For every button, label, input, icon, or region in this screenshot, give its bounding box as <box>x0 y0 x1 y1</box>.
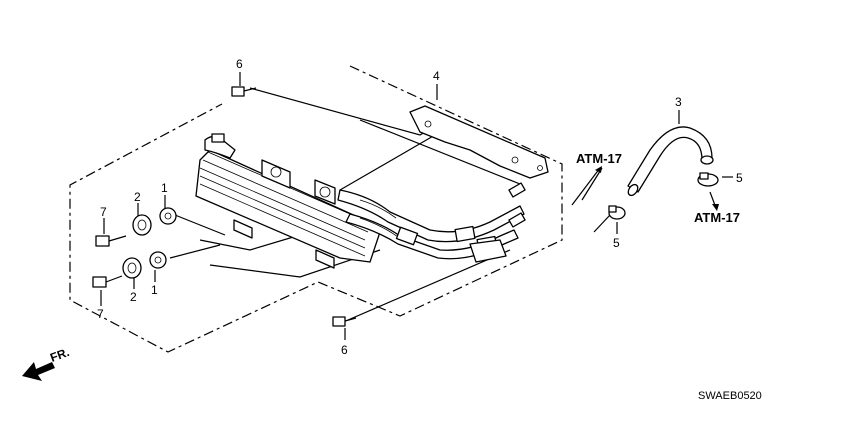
oil-cooler-core <box>195 133 381 269</box>
diagram-code: SWAEB0520 <box>698 390 762 402</box>
oil-cooler-bracket <box>409 105 549 179</box>
mount-bolt-bottom <box>92 275 123 288</box>
cooler-pipes <box>337 182 526 263</box>
hose-clamp-right <box>697 172 719 187</box>
hose-clamp-left <box>608 205 626 220</box>
callout-3: 3 <box>675 95 682 109</box>
mount-collar-top <box>159 207 177 225</box>
mount-rubber-bottom <box>122 257 142 279</box>
mount-collar-bottom <box>149 251 167 269</box>
callout-5-right: 5 <box>736 171 743 185</box>
callout-6-bottom: 6 <box>341 343 348 357</box>
flange-bolt-bottom <box>332 316 357 327</box>
ref-arrow-upper <box>581 166 603 201</box>
callout-5-left: 5 <box>613 236 620 250</box>
flange-bolt-top <box>231 86 257 97</box>
ref-label-atm-upper: ATM-17 <box>576 151 622 166</box>
callout-4: 4 <box>433 69 440 83</box>
callout-1-bottom: 1 <box>151 283 158 297</box>
callout-2-top: 2 <box>134 190 141 204</box>
mount-rubber-top <box>132 214 152 236</box>
ref-arrow-lower <box>709 191 719 211</box>
atf-cooler-hose <box>627 126 714 197</box>
assembly-boundary <box>69 65 563 353</box>
front-label: FR. <box>48 345 71 365</box>
ref-label-atm-lower: ATM-17 <box>694 210 740 225</box>
front-direction-arrow <box>22 362 55 381</box>
callout-1-top: 1 <box>161 181 168 195</box>
leader-lines <box>100 72 733 340</box>
callout-7-bottom: 7 <box>97 307 104 321</box>
callout-7-top: 7 <box>100 205 107 219</box>
callout-2-bottom: 2 <box>130 290 137 304</box>
mount-bolt-top <box>95 235 127 247</box>
callout-6-top: 6 <box>236 57 243 71</box>
